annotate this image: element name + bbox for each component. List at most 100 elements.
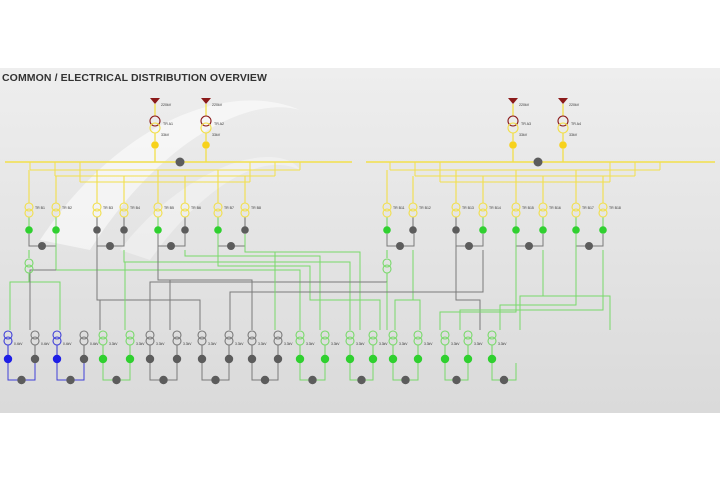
lv-unit-breaker [368, 354, 378, 364]
lv-unit-breaker [273, 354, 283, 364]
distribution-transformer-icon [451, 202, 461, 212]
distribution-transformer-icon [180, 202, 190, 212]
transformer-label: TR B1 [35, 206, 45, 210]
transformer-label: TR B13 [462, 206, 474, 210]
transformer-breaker [383, 226, 391, 234]
lv-transformer-icon [224, 336, 234, 346]
lv-unit-voltage-label: 3.3kV [424, 342, 433, 346]
lv-unit-breaker [388, 354, 398, 364]
transformer-breaker [154, 226, 162, 234]
lv-feeder-line [29, 281, 61, 330]
lv-unit-breaker [463, 354, 473, 364]
lv-feeder-line [217, 234, 381, 330]
lv-feeder-line [29, 269, 56, 330]
lv-transformer-icon [145, 336, 155, 346]
lv-unit-breaker [413, 354, 423, 364]
lv-unit-breaker [247, 354, 257, 364]
lv-feeder-line [455, 234, 481, 330]
source-voltage-label: 220kV [519, 103, 530, 107]
pair-coupler-breaker [465, 242, 473, 250]
lv-transformer-icon [320, 330, 330, 340]
page-title: COMMON / ELECTRICAL DISTRIBUTION OVERVIE… [2, 72, 268, 84]
distribution-transformer-icon [51, 202, 61, 212]
lv-transformer-icon [247, 336, 257, 346]
lv-feeder-line [124, 261, 126, 330]
distribution-transformer-icon [240, 208, 250, 218]
mid-transformer-icon [382, 264, 392, 274]
lv-feeder-line [244, 234, 361, 330]
distribution-transformer-icon [451, 208, 461, 218]
lv-unit-breaker [440, 354, 450, 364]
lv-unit-breaker [320, 354, 330, 364]
lv-feeder-line [245, 251, 276, 330]
source-secondary-label: 33kV [569, 133, 578, 137]
lv-transformer-icon [345, 330, 355, 340]
lv-unit-voltage-label: 3.3kV [258, 342, 267, 346]
lv-transformer-icon [368, 336, 378, 346]
lv-transformer-icon [3, 336, 13, 346]
lv-unit-voltage-label: 3.3kV [208, 342, 217, 346]
source-transformer-secondary-icon [557, 122, 569, 134]
distribution-transformer-icon [213, 208, 223, 218]
transformer-breaker [120, 226, 128, 234]
lv-feeder-line [229, 250, 484, 330]
lv-transformer-icon [487, 330, 497, 340]
lv-transformer-icon [368, 330, 378, 340]
transformer-label: TR B17 [582, 206, 594, 210]
bus-coupler-right [533, 157, 543, 167]
lv-feeder-line [394, 299, 413, 330]
lv-transformer-icon [3, 330, 13, 340]
transformer-breaker [599, 226, 607, 234]
pair-coupler-breaker [525, 242, 533, 250]
transformer-label: TR B15 [522, 206, 534, 210]
lv-unit-breaker [295, 354, 305, 364]
grid-source-marker [558, 98, 568, 104]
lv-feeder-line [499, 234, 577, 330]
lv-feeder-line [412, 250, 421, 330]
watermark-swoosh [40, 100, 300, 250]
lv-unit-voltage-label: 3.3kV [474, 342, 483, 346]
lv-coupler-breaker [357, 375, 366, 385]
pair-coupler-breaker [38, 242, 46, 250]
distribution-transformer-icon [598, 202, 608, 212]
transformer-label: TR B18 [609, 206, 621, 210]
lv-coupler-breaker [17, 375, 26, 385]
lv-transformer-icon [413, 336, 423, 346]
distribution-transformer-icon [571, 202, 581, 212]
lv-coupler-breaker [112, 375, 121, 385]
lv-transformer-icon [440, 330, 450, 340]
lv-transformer-icon [295, 330, 305, 340]
lv-unit-voltage-label: 3.3kV [306, 342, 315, 346]
pair-coupler-breaker [106, 242, 114, 250]
lv-transformer-icon [487, 336, 497, 346]
lv-unit-voltage-label: 0.4kV [14, 342, 23, 346]
lv-unit-voltage-label: 3.3kV [109, 342, 118, 346]
lv-transformer-icon [345, 336, 355, 346]
source-transformer-primary-icon [200, 115, 212, 127]
lv-transformer-icon [224, 330, 234, 340]
transformer-breaker [52, 226, 60, 234]
lv-coupler-breaker [159, 375, 168, 385]
pair-coupler-breaker [585, 242, 593, 250]
lv-coupler-breaker [211, 375, 220, 385]
source-transformer-primary-icon [557, 115, 569, 127]
lv-unit-breaker [345, 354, 355, 364]
lv-feeder-line [439, 234, 517, 330]
lv-unit-breaker [98, 354, 108, 364]
distribution-transformer-icon [92, 202, 102, 212]
transformer-breaker [479, 226, 487, 234]
transformer-breaker [539, 226, 547, 234]
lv-transformer-icon [172, 330, 182, 340]
transformer-breaker [452, 226, 460, 234]
lv-unit-voltage-label: 3.3kV [379, 342, 388, 346]
lv-feeder-line [97, 299, 101, 330]
transformer-label: TR B14 [489, 206, 501, 210]
source-transformer-label: TR A3 [521, 122, 531, 126]
transformer-breaker [214, 226, 222, 234]
lv-transformer-icon [52, 330, 62, 340]
distribution-transformer-icon [478, 202, 488, 212]
lv-transformer-icon [388, 330, 398, 340]
source-breaker [559, 141, 567, 149]
lv-unit-voltage-label: 0.4kV [63, 342, 72, 346]
distribution-transformer-icon [24, 208, 34, 218]
